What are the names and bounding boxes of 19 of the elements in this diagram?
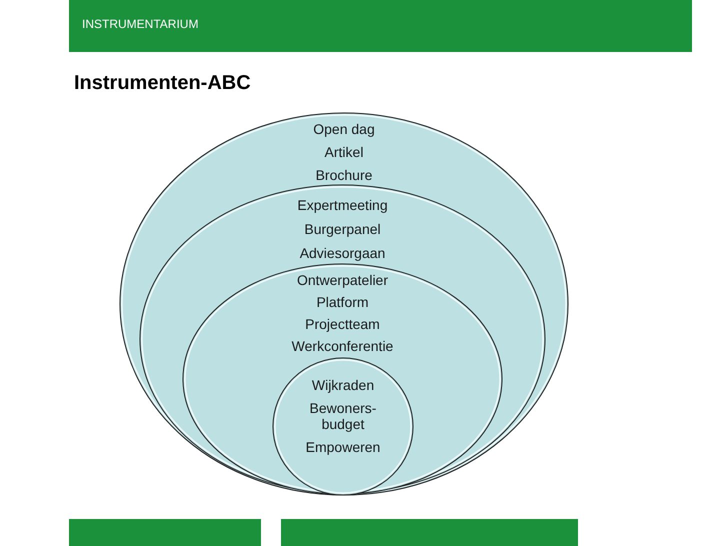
item-text: Burgerpanel xyxy=(303,221,382,237)
item-text: Brochure xyxy=(314,167,374,183)
item-text: Bewoners- budget xyxy=(308,400,378,432)
header-text: INSTRUMENTARIUM xyxy=(82,17,198,31)
ellipse xyxy=(140,185,545,493)
slide-title: Instrumenten-ABC xyxy=(74,72,251,95)
item-text: Expertmeeting xyxy=(296,197,389,213)
item-text: Wijkraden xyxy=(310,377,376,393)
item-text: Adviesorgaan xyxy=(298,245,386,261)
item-text: Werkconferentie xyxy=(290,338,394,354)
item-text: Open dag xyxy=(312,121,376,137)
ellipse xyxy=(273,358,413,495)
ellipse xyxy=(120,113,568,495)
item-text: Platform xyxy=(315,294,370,310)
item-text: Artikel xyxy=(324,144,364,160)
item-text: Empoweren xyxy=(304,439,382,455)
ellipse xyxy=(183,264,502,494)
item-text: Projectteam xyxy=(304,316,381,332)
item-text: Ontwerpatelier xyxy=(296,272,390,288)
